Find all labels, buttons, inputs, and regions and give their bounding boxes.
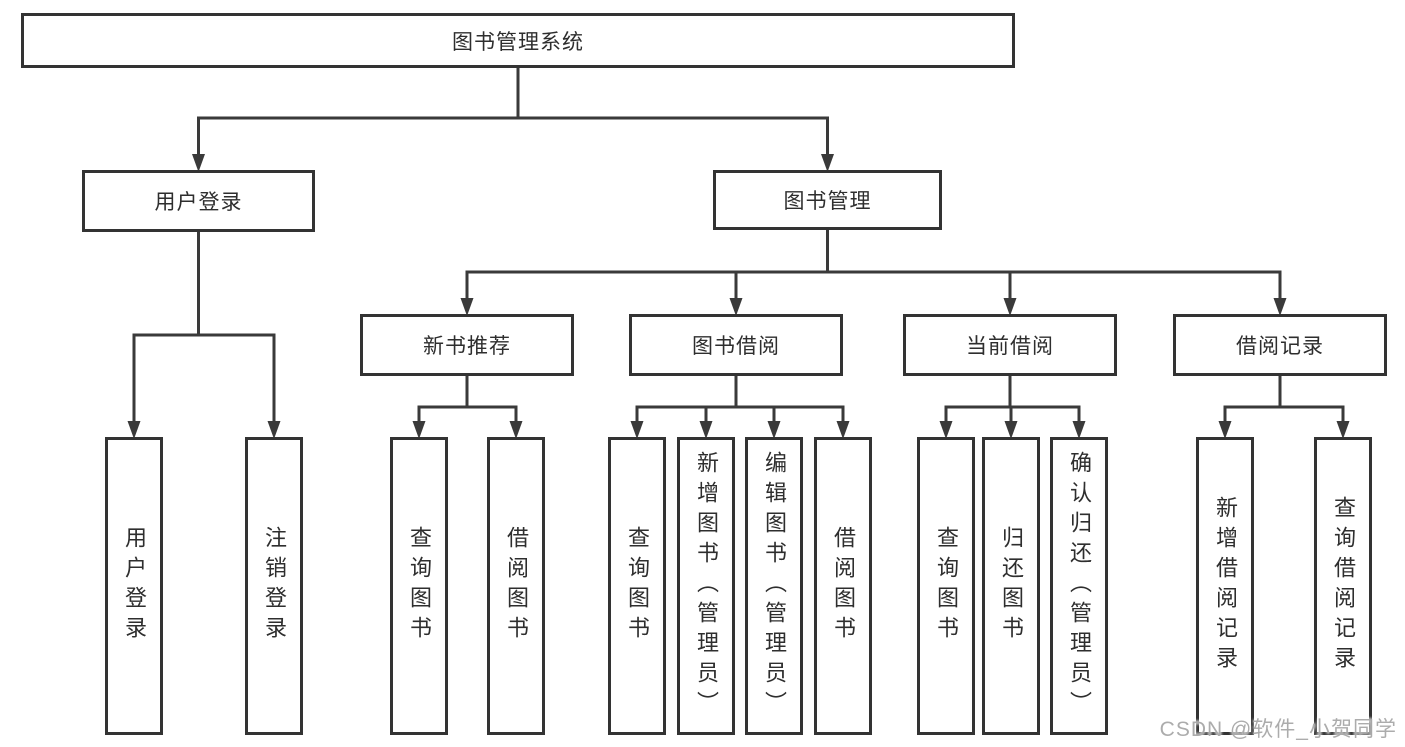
node-borrow: 图书借阅 [629, 314, 843, 376]
arrowhead-icon [630, 421, 644, 439]
arrowhead-icon [1273, 298, 1287, 316]
arrowhead-icon [1003, 298, 1017, 316]
node-k2: 查询借阅记录 [1314, 437, 1372, 735]
node-root: 图书管理系统 [21, 13, 1015, 68]
node-l1: 用户登录 [105, 437, 163, 735]
node-cur: 当前借阅 [903, 314, 1117, 376]
node-l2: 注销登录 [245, 437, 303, 735]
arrowhead-icon [1004, 421, 1018, 439]
node-b4: 借阅图书 [814, 437, 872, 735]
arrowhead-icon [267, 421, 281, 439]
arrowhead-icon [767, 421, 781, 439]
node-recs: 借阅记录 [1173, 314, 1387, 376]
arrowhead-icon [460, 298, 474, 316]
node-r2: 借阅图书 [487, 437, 545, 735]
node-b3: 编辑图书（管理员） [745, 437, 803, 735]
arrowhead-icon [1072, 421, 1086, 439]
arrowhead-icon [192, 154, 205, 172]
arrowhead-icon [1218, 421, 1232, 439]
arrowhead-icon [821, 154, 834, 172]
node-login: 用户登录 [82, 170, 315, 232]
node-c1: 查询图书 [917, 437, 975, 735]
node-b2: 新增图书（管理员） [677, 437, 735, 735]
node-c2: 归还图书 [982, 437, 1040, 735]
node-r1: 查询图书 [390, 437, 448, 735]
arrowhead-icon [1336, 421, 1350, 439]
arrowhead-icon [412, 421, 426, 439]
node-b1: 查询图书 [608, 437, 666, 735]
arrowhead-icon [729, 298, 743, 316]
arrowhead-icon [127, 421, 141, 439]
arrowhead-icon [939, 421, 953, 439]
arrowhead-icon [836, 421, 850, 439]
node-k1: 新增借阅记录 [1196, 437, 1254, 735]
node-mgmt: 图书管理 [713, 170, 942, 230]
node-rec: 新书推荐 [360, 314, 574, 376]
connector-path [132, 67, 1345, 425]
arrowhead-icon [699, 421, 713, 439]
node-c3: 确认归还（管理员） [1050, 437, 1108, 735]
arrowhead-icon [509, 421, 523, 439]
